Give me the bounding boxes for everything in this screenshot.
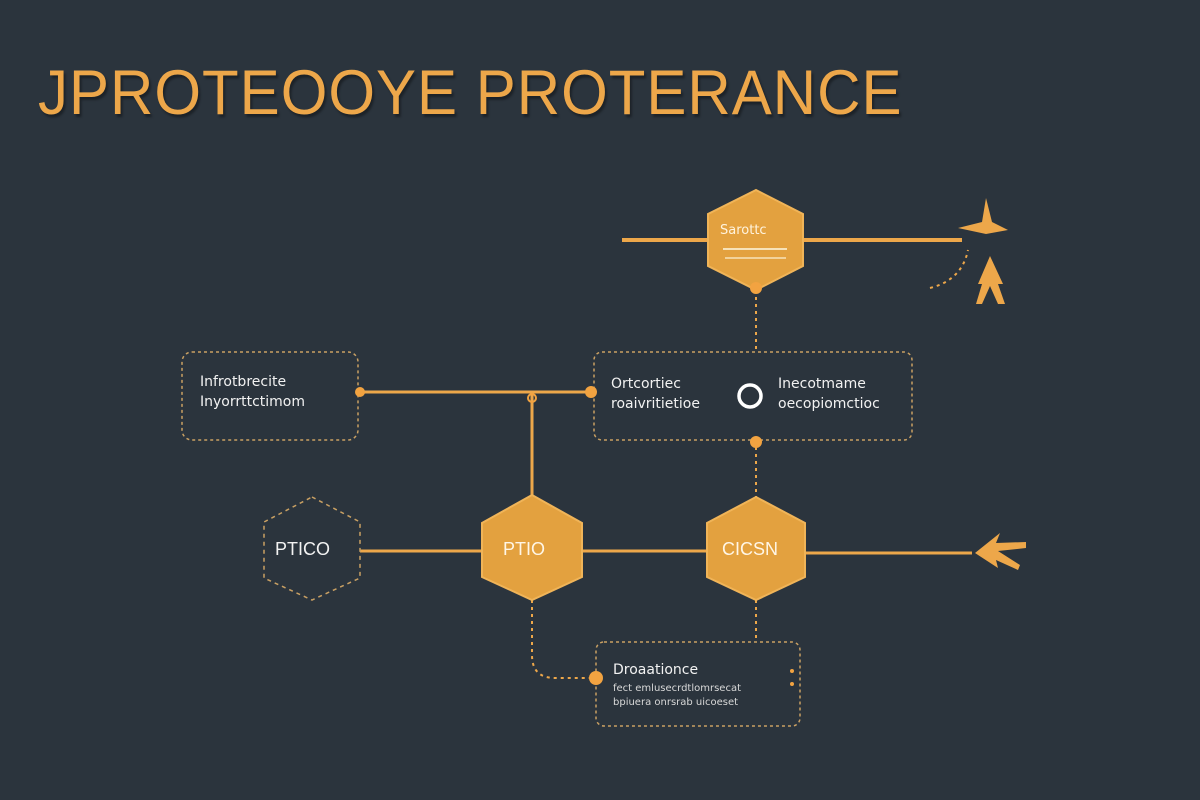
bottom-box-title: Droaationce bbox=[613, 662, 699, 678]
port-dot bbox=[585, 386, 597, 398]
center-box-left-line-1: Ortcortiec bbox=[611, 376, 681, 392]
center-box-right-line-1: Inecotmame bbox=[778, 376, 866, 392]
cicsn-hex-label: CICSN bbox=[722, 539, 779, 559]
left-arrow-icon bbox=[975, 533, 1026, 570]
left-box-line-1: Infrotbrecite bbox=[200, 374, 287, 390]
bottom-info-box[interactable] bbox=[595, 641, 801, 727]
connector-ptio-bottom bbox=[531, 600, 596, 679]
ring-icon bbox=[737, 383, 763, 409]
bottom-box-line-2: bpiuera onrsrab uicoeset bbox=[613, 697, 739, 708]
junction-icon bbox=[527, 393, 537, 403]
ptico-hex-node[interactable] bbox=[263, 496, 361, 601]
cicsn-hex-node[interactable] bbox=[706, 495, 806, 602]
port-dot bbox=[589, 671, 603, 685]
diagram-title: JPROTEOOYE PROTERANCE bbox=[38, 57, 903, 128]
port-dot bbox=[750, 282, 762, 294]
port-dot bbox=[790, 682, 794, 686]
bottom-box-line-1: fect emlusecrdtlomrsecat bbox=[613, 683, 742, 694]
top-hex-label: Sarottc bbox=[720, 223, 767, 238]
center-info-box[interactable] bbox=[593, 351, 913, 441]
connector-plane-trail bbox=[929, 249, 969, 289]
port-dot bbox=[790, 669, 794, 673]
plane-icon bbox=[958, 198, 1008, 234]
center-box-left-line-2: roaivritietioe bbox=[611, 396, 700, 412]
center-box-right-line-2: oecopiomctioc bbox=[778, 396, 880, 412]
left-box-line-2: Inyorrttctimom bbox=[200, 394, 306, 410]
port-dot bbox=[355, 387, 365, 397]
ptico-hex-label: PTICO bbox=[275, 539, 331, 559]
port-dot bbox=[750, 436, 762, 448]
ptio-hex-node[interactable] bbox=[481, 493, 583, 602]
ptio-hex-label: PTIO bbox=[503, 539, 546, 559]
top-hex-node[interactable] bbox=[707, 188, 804, 292]
up-arrow-icon bbox=[976, 256, 1005, 304]
